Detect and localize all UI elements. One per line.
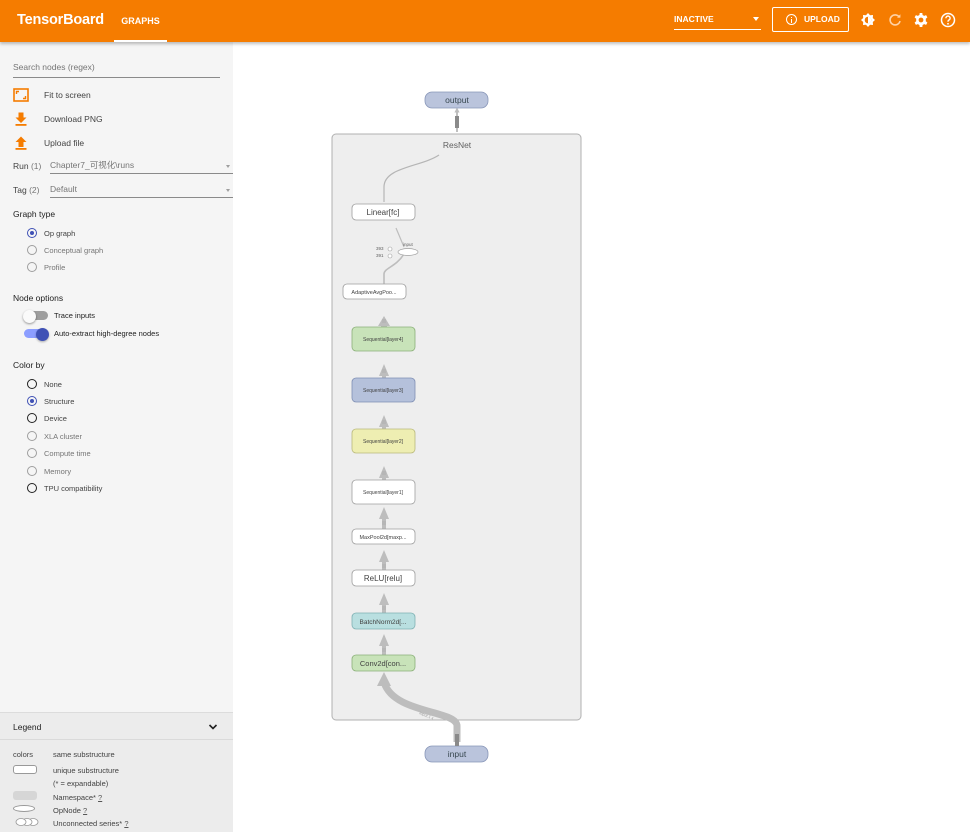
tab-active-indicator: [114, 40, 167, 42]
edge-ticks: [382, 319, 386, 652]
output-node[interactable]: [424, 91, 489, 109]
upload-icon: [15, 136, 27, 150]
graph-canvas[interactable]: ResNet input.1 x: [233, 42, 970, 832]
run-value: Chapter7_可视化\runs: [50, 160, 135, 170]
legend-expandable-note: (* = expandable): [53, 779, 109, 788]
avgpool-node[interactable]: [342, 283, 407, 300]
graph-svg[interactable]: ResNet input.1 x: [233, 42, 970, 832]
upload-file-label: Upload file: [44, 138, 85, 148]
upload-button[interactable]: UPLOAD: [772, 7, 849, 32]
opnode-help-link[interactable]: ?: [83, 806, 88, 815]
app-title: TensorBoard: [17, 12, 104, 28]
dashboard-select-value: INACTIVE: [674, 14, 714, 24]
batchnorm-node[interactable]: [351, 612, 416, 630]
svg-text:391: 391: [376, 253, 384, 258]
color-by-title: Color by: [13, 360, 45, 370]
svg-text:393: 393: [376, 246, 384, 251]
run-dropdown[interactable]: Chapter7_可视化\runs: [50, 158, 233, 174]
legend-unconnected-series: Unconnected series* ?: [53, 819, 129, 828]
fit-to-screen-label: Fit to screen: [44, 90, 91, 100]
legend-unique-substructure: unique substructure: [53, 766, 119, 775]
input-edge: [380, 680, 461, 742]
search-placeholder: Search nodes (regex): [13, 62, 95, 72]
svg-text:input.1 x: input.1 x: [419, 710, 435, 720]
tag-value: Default: [50, 184, 77, 194]
refresh-icon[interactable]: [887, 12, 903, 28]
batchnorm-label: BatchNorm2d[...: [360, 619, 407, 626]
download-icon: [15, 112, 27, 126]
unconnected-help-link[interactable]: ?: [124, 819, 129, 828]
layer2-node[interactable]: [351, 428, 416, 454]
chevron-down-icon: [208, 724, 218, 730]
legend-title: Legend: [13, 722, 42, 732]
tab-graphs[interactable]: GRAPHS: [114, 0, 167, 42]
const-393[interactable]: [387, 246, 393, 252]
layer1-label: Sequential[layer1]: [363, 490, 404, 496]
maxpool-node[interactable]: [351, 528, 416, 545]
resnet-label: ResNet: [443, 140, 472, 150]
chevron-down-icon: [226, 189, 230, 192]
chevron-down-icon: [753, 17, 759, 21]
dashboard-select[interactable]: INACTIVE: [674, 11, 761, 30]
fit-screen-icon: [13, 88, 29, 102]
layer4-label: Sequential[layer4]: [363, 337, 404, 343]
legend-opnode: OpNode ?: [53, 806, 88, 815]
layer1-node[interactable]: [351, 479, 416, 505]
conv-node[interactable]: [351, 654, 416, 672]
legend-namespace: Namespace* ?: [53, 793, 103, 802]
input-op-node[interactable]: [397, 248, 419, 256]
legend-unconnected-shape: [15, 818, 39, 826]
graph-type-title: Graph type: [13, 209, 56, 219]
linear-fc-label: Linear[fc]: [367, 208, 400, 217]
tag-count: (2): [29, 185, 40, 195]
legend-same-substructure: same substructure: [53, 750, 115, 759]
top-app-bar: TensorBoard GRAPHS INACTIVE UPLOAD: [0, 0, 970, 42]
edges: [378, 316, 390, 655]
const-391[interactable]: [387, 253, 393, 259]
run-label: Run: [13, 161, 29, 171]
legend-header[interactable]: Legend: [0, 713, 233, 740]
node-options-title: Node options: [13, 293, 64, 303]
run-count: (1): [30, 161, 42, 171]
legend-colors-label: colors: [13, 750, 34, 759]
chevron-down-icon: [226, 165, 230, 168]
avgpool-label: AdaptiveAvgPoo...: [351, 290, 397, 296]
svg-text:input: input: [403, 242, 414, 247]
theme-toggle-icon[interactable]: [860, 12, 876, 28]
relu-label: ReLU[relu]: [364, 574, 402, 583]
resnet-namespace[interactable]: [331, 133, 582, 721]
sidebar: Search nodes (regex) Fit to screen Downl…: [0, 42, 233, 832]
legend-opnode-shape: [13, 805, 35, 812]
download-png-label: Download PNG: [44, 114, 103, 124]
search-nodes-input[interactable]: Search nodes (regex): [13, 62, 220, 78]
tag-label: Tag: [13, 185, 27, 195]
legend-unique-shape: [13, 765, 37, 774]
input-node-label: input: [448, 749, 467, 759]
legend-panel: Legend colors same substructure unique s…: [0, 712, 233, 832]
help-icon[interactable]: [940, 12, 956, 28]
layer4-node[interactable]: [351, 326, 416, 352]
layer3-node[interactable]: [351, 377, 416, 403]
maxpool-label: MaxPool2d[maxp...: [359, 535, 407, 541]
legend-namespace-shape: [13, 791, 37, 800]
info-icon: [786, 14, 797, 25]
tab-graphs-label: GRAPHS: [121, 16, 160, 26]
layer3-label: Sequential[layer3]: [363, 388, 404, 394]
namespace-help-link[interactable]: ?: [98, 793, 103, 802]
tag-dropdown[interactable]: Default: [50, 182, 233, 198]
output-node-label: output: [445, 95, 469, 105]
relu-node[interactable]: [351, 569, 416, 587]
settings-gear-icon[interactable]: [913, 12, 929, 28]
linear-fc-node[interactable]: [351, 203, 416, 221]
layer2-label: Sequential[layer2]: [363, 439, 404, 445]
upload-button-label: UPLOAD: [804, 14, 840, 24]
conv-label: Conv2d[con...: [360, 659, 406, 668]
